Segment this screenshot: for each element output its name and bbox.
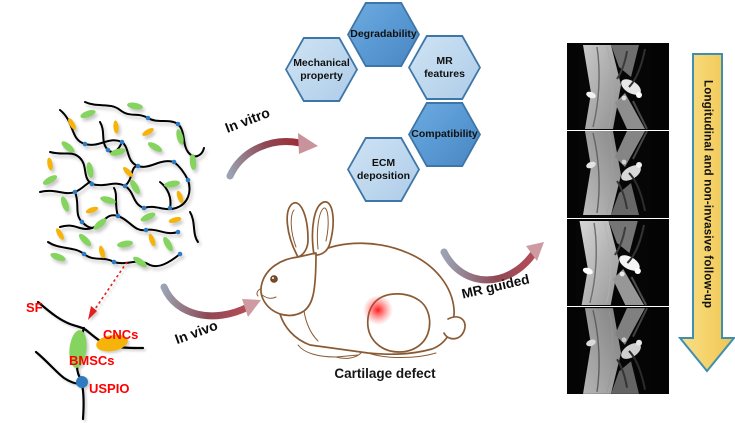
cartilage-defect-spot xyxy=(363,295,393,325)
rabbit-illustration xyxy=(256,201,466,359)
sf-label: SF xyxy=(26,300,43,315)
mr-guided-arrow xyxy=(440,242,544,284)
bmscs-label: BMSCs xyxy=(69,353,115,368)
hexagon-fill xyxy=(349,139,418,200)
uspio-label: USPIO xyxy=(89,381,130,396)
mri-scan-3 xyxy=(567,219,669,306)
in-vitro-arrow xyxy=(226,133,318,180)
hexagon-fill xyxy=(349,4,418,65)
mri-scan-2 xyxy=(567,131,669,218)
zoom-dashed-arrow xyxy=(88,261,128,320)
hexagon-label: Degradability xyxy=(350,28,417,41)
in-vivo-label: In vivo xyxy=(172,316,220,348)
in-vitro-label: In vitro xyxy=(222,104,272,136)
hexagon-mr-features: MR features xyxy=(408,35,481,100)
cncs-label: CNCs xyxy=(103,327,139,342)
rabbit-caption: Cartilage defect xyxy=(334,366,436,381)
follow-up-arrow-text: Longitudinal and non-invasive follow-up xyxy=(701,79,714,309)
follow-up-arrow xyxy=(677,53,735,373)
hexagon-mechanical-property: Mechanical property xyxy=(285,37,358,102)
mri-scan-1 xyxy=(567,43,669,130)
mri-scan-4 xyxy=(567,307,669,394)
hexagon-label: ECM deposition xyxy=(356,157,411,182)
mr-guided-label: MR guided xyxy=(460,271,531,302)
hexagon-label: Mechanical property xyxy=(293,57,350,82)
hexagon-compatibility: Compatibility xyxy=(408,102,481,167)
hexagon-label: Compatibility xyxy=(411,128,478,141)
hexagon-degradability: Degradability xyxy=(347,2,420,67)
in-vivo-arrow xyxy=(160,283,261,320)
hexagon-label: MR features xyxy=(424,55,465,80)
hexagon-ecm-deposition: ECM deposition xyxy=(347,137,420,202)
